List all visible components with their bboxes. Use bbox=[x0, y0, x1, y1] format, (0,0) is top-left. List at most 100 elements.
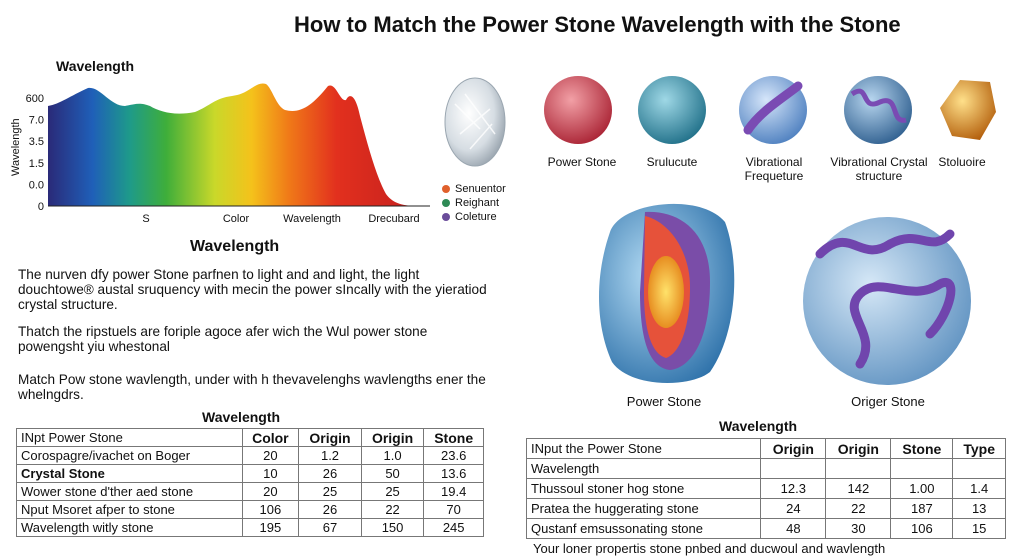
big-stone-label: Origer Stone bbox=[851, 394, 925, 409]
paragraph: Thatch the ripstuels are foriple agoce a… bbox=[18, 324, 428, 354]
x-tick-label: Color bbox=[223, 213, 250, 225]
paragraph: The nurven dfy power Stone parfnen to li… bbox=[18, 267, 487, 312]
vibrational-crystal-stone-icon bbox=[844, 76, 912, 144]
x-tick-label: S bbox=[142, 213, 149, 225]
table-cell: 195 bbox=[241, 518, 300, 537]
table-cell: 20 bbox=[241, 482, 300, 501]
table-cell: 142 bbox=[825, 478, 892, 499]
table-cell: 30 bbox=[825, 518, 892, 539]
table-header-row: INpt Power Stone Color Origin Origin Sto… bbox=[16, 428, 484, 447]
legend-item: Coleture bbox=[442, 211, 497, 223]
spectrum-area bbox=[48, 83, 418, 206]
section-title: Wavelength bbox=[190, 238, 280, 255]
y-tick-label: 1.5 bbox=[29, 158, 44, 170]
table-cell: Wavelength witly stone bbox=[16, 518, 243, 537]
table-cell: Qustanf emsussonating stone bbox=[525, 518, 762, 539]
column-header: Origin bbox=[760, 438, 827, 459]
legend-label: Coleture bbox=[455, 211, 497, 223]
table-cell: 23.6 bbox=[423, 446, 484, 465]
legend-swatch bbox=[442, 199, 450, 207]
table-cell: 20 bbox=[241, 446, 300, 465]
legend-swatch bbox=[442, 213, 450, 221]
column-header: Type bbox=[952, 438, 1006, 459]
table-cell: 26 bbox=[298, 464, 362, 483]
legend-item: Reighant bbox=[442, 197, 499, 209]
data-table-left: INpt Power Stone Color Origin Origin Sto… bbox=[16, 428, 484, 537]
power-stone-icon bbox=[544, 76, 612, 144]
table-cell bbox=[890, 458, 954, 479]
table-cell: 187 bbox=[890, 498, 954, 519]
table-cell: 50 bbox=[360, 464, 425, 483]
column-header: Stone bbox=[890, 438, 954, 459]
table-cell: 106 bbox=[890, 518, 954, 539]
table-cell: 22 bbox=[360, 500, 425, 519]
table-row: Nput Msoret afper to stone 106 26 22 70 bbox=[16, 500, 484, 519]
table-cell: 24 bbox=[760, 498, 827, 519]
y-tick-label: 7.0 bbox=[29, 115, 44, 127]
table-cell: Corospagre/ivachet on Boger bbox=[16, 446, 243, 465]
footer-note: Your loner propertis stone pnbed and duc… bbox=[533, 541, 886, 556]
table-cell: 15 bbox=[952, 518, 1006, 539]
table-row: Thussoul stoner hog stone 12.3 142 1.00 … bbox=[525, 478, 1006, 499]
y-axis-label: Wavelength bbox=[10, 118, 22, 176]
table-right-title: Wavelength bbox=[719, 418, 798, 434]
table-row: Qustanf emsussonating stone 48 30 106 15 bbox=[525, 518, 1006, 539]
stones-row bbox=[544, 76, 996, 144]
origer-stone-image bbox=[803, 217, 971, 385]
paragraph: Match Pow stone wavlength, under with h … bbox=[18, 372, 486, 402]
legend-item: Senuentor bbox=[442, 183, 506, 195]
stone-label: Vibrational Frequeture bbox=[744, 155, 804, 183]
y-tick-label: 3.5 bbox=[29, 136, 44, 148]
table-row: Corospagre/ivachet on Boger 20 1.2 1.0 2… bbox=[16, 446, 484, 465]
y-tick-label: 600 bbox=[26, 93, 44, 105]
column-header: Origin bbox=[360, 428, 425, 447]
table-cell: 106 bbox=[241, 500, 300, 519]
table-cell: 13 bbox=[952, 498, 1006, 519]
table-cell: 22 bbox=[825, 498, 892, 519]
table-cell: Pratea the huggerating stone bbox=[525, 498, 762, 519]
column-header: INpt Power Stone bbox=[16, 428, 243, 447]
table-cell: 19.4 bbox=[423, 482, 484, 501]
table-cell: 13.6 bbox=[423, 464, 484, 483]
column-header: Color bbox=[241, 428, 300, 447]
x-tick-label: Wavelength bbox=[283, 213, 341, 225]
legend-label: Reighant bbox=[455, 197, 500, 209]
table-cell: Nput Msoret afper to stone bbox=[16, 500, 243, 519]
table-cell: Crystal Stone bbox=[16, 464, 243, 483]
y-tick-label: 0.0 bbox=[29, 179, 44, 191]
stone-label: Stoluoire bbox=[938, 155, 986, 169]
table-cell bbox=[760, 458, 827, 479]
table-row: Wower stone d'ther aed stone 20 25 25 19… bbox=[16, 482, 484, 501]
table-cell: 70 bbox=[423, 500, 484, 519]
table-cell: 1.2 bbox=[298, 446, 362, 465]
table-cell: Thussoul stoner hog stone bbox=[525, 478, 762, 499]
y-tick-label: 0 bbox=[38, 201, 44, 213]
table-cell: 67 bbox=[298, 518, 362, 537]
table-row: Wavelength bbox=[525, 458, 1006, 479]
stone-label: Power Stone bbox=[547, 155, 617, 169]
column-header: Origin bbox=[298, 428, 362, 447]
table-row: Pratea the huggerating stone 24 22 187 1… bbox=[525, 498, 1006, 519]
table-row: Crystal Stone 10 26 50 13.6 bbox=[16, 464, 484, 483]
table-cell bbox=[825, 458, 892, 479]
table-cell: 25 bbox=[360, 482, 425, 501]
page-title: How to Match the Power Stone Wavelength … bbox=[294, 12, 901, 37]
power-stone-cross-section-image bbox=[599, 203, 735, 383]
table-cell: 1.0 bbox=[360, 446, 425, 465]
table-cell: 1.00 bbox=[890, 478, 954, 499]
table-cell: 150 bbox=[360, 518, 425, 537]
table-header-row: INput the Power Stone Origin Origin Ston… bbox=[525, 438, 1006, 459]
table-cell: 10 bbox=[241, 464, 300, 483]
table-cell: Wavelength bbox=[525, 458, 762, 479]
srulucute-stone-icon bbox=[638, 76, 706, 144]
table-cell bbox=[952, 458, 1006, 479]
big-stone-label: Power Stone bbox=[626, 394, 702, 409]
stoluoire-stone-icon bbox=[940, 80, 996, 140]
x-tick-label: Drecubard bbox=[368, 213, 419, 225]
column-header: Stone bbox=[423, 428, 484, 447]
table-cell: 12.3 bbox=[760, 478, 827, 499]
table-cell: 48 bbox=[760, 518, 827, 539]
column-header: Origin bbox=[825, 438, 892, 459]
stone-label: Vibrational Crystal structure bbox=[830, 155, 928, 183]
